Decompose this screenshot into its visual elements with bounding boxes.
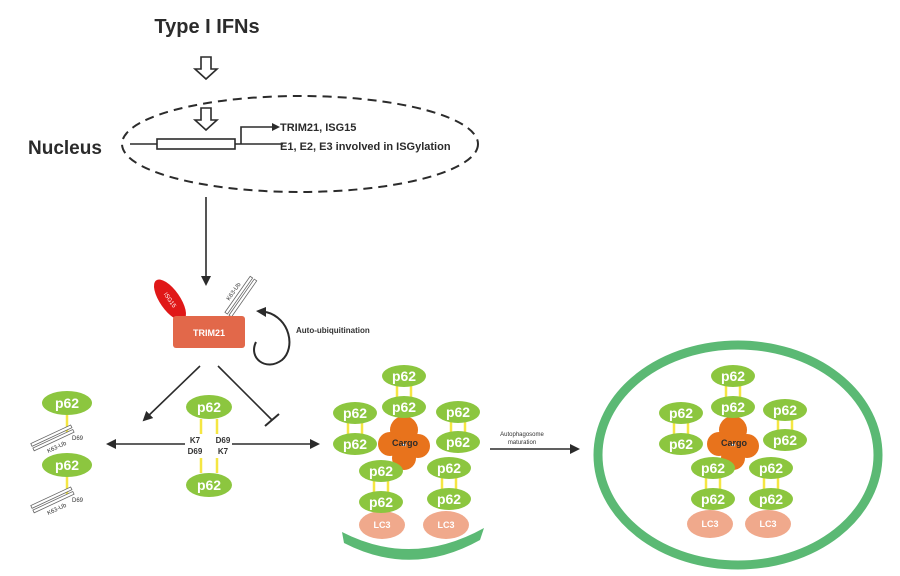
- p62-protein-label: p62: [343, 405, 367, 421]
- p62-center-top: [186, 395, 232, 419]
- p62-protein: [333, 402, 377, 424]
- p62-protein-label: p62: [759, 460, 783, 476]
- p62-protein-label: p62: [669, 405, 693, 421]
- p62-protein-label: p62: [392, 399, 416, 415]
- residue-d69: D69: [216, 436, 231, 445]
- inhibition-bar: [264, 413, 280, 427]
- p62-center-top-label: p62: [197, 399, 221, 415]
- p62-protein: [763, 399, 807, 421]
- diagram-title: Type I IFNs: [154, 16, 259, 38]
- cargo-open-label: Cargo: [392, 438, 419, 448]
- trim21-box: [173, 316, 245, 348]
- p62-protein-label: p62: [721, 399, 745, 415]
- lc3-left-closed-label: LC3: [701, 519, 718, 529]
- gene-list-line1: TRIM21, ISG15: [280, 122, 356, 134]
- lc3-right-closed-label: LC3: [759, 519, 776, 529]
- maturation-line1: Autophagosome: [500, 432, 544, 438]
- lc3-left-closed: [687, 510, 733, 538]
- auto-ubiquitination-loop: [253, 311, 291, 366]
- p62-ub-bottom: [42, 453, 92, 477]
- trim21-k63-chain: K63-Ub: [224, 275, 258, 318]
- p62-protein-label: p62: [369, 463, 393, 479]
- ub-chain-bottom: K63-Ub: [30, 486, 75, 517]
- nucleus-membrane: [121, 95, 479, 193]
- lc3-right-label: LC3: [437, 520, 454, 530]
- p62-protein: [436, 431, 480, 453]
- p62-protein: [382, 396, 426, 418]
- p62-aggregate-closed: p62 p62 p62 p62 p62 p62 p62 p62 p62 p62: [659, 365, 807, 510]
- p62-protein: [427, 488, 471, 510]
- p62-protein: [359, 460, 403, 482]
- p62-protein: [359, 491, 403, 513]
- transcription-arrow-icon: [240, 126, 272, 144]
- cargo-blob-open: Cargo: [378, 416, 430, 470]
- residue-k7: K7: [190, 436, 201, 445]
- p62-protein: [691, 488, 735, 510]
- p62-protein-label: p62: [759, 491, 783, 507]
- arrow-to-ubiquitinated-p62: [142, 365, 201, 422]
- hollow-arrow-icon: [192, 107, 220, 132]
- auto-ubiquitination-arrowhead-icon: [256, 307, 266, 317]
- phagophore-membrane: [342, 528, 484, 560]
- maturation-line2: maturation: [508, 440, 536, 446]
- residue-d69-left-top: D69: [72, 436, 84, 442]
- gene-list-line2: E1, E2, E3 involved in ISGylation: [280, 141, 451, 153]
- p62-protein-label: p62: [437, 460, 461, 476]
- p62-protein: [749, 457, 793, 479]
- p62-protein: [711, 365, 755, 387]
- nucleus-label: Nucleus: [28, 138, 102, 159]
- autophagosome-membrane: [593, 340, 883, 570]
- isg15-tag: ISG15: [153, 279, 187, 321]
- p62-protein: [333, 433, 377, 455]
- p62-protein: [749, 488, 793, 510]
- residue-d69b: D69: [188, 447, 203, 456]
- p62-protein-label: p62: [343, 436, 367, 452]
- p62-protein: [382, 365, 426, 387]
- p62-ub-top: [42, 391, 92, 415]
- cargo-closed-label: Cargo: [721, 438, 748, 448]
- p62-protein: [427, 457, 471, 479]
- lc3-left: [359, 511, 405, 539]
- p62-protein-label: p62: [669, 436, 693, 452]
- p62-center-bottom: [186, 473, 232, 497]
- p62-protein-label: p62: [773, 402, 797, 418]
- auto-ubiquitination-label: Auto-ubiquitination: [296, 326, 370, 335]
- residue-d69-left-bottom: D69: [72, 498, 84, 504]
- p62-protein: [436, 401, 480, 423]
- p62-protein-label: p62: [392, 368, 416, 384]
- residue-k7b: K7: [218, 447, 229, 456]
- cargo-blob-closed: Cargo: [707, 416, 759, 470]
- lc3-left-label: LC3: [373, 520, 390, 530]
- p62-protein: [763, 429, 807, 451]
- hollow-arrow-icon: [192, 56, 220, 81]
- p62-protein-label: p62: [701, 460, 725, 476]
- lc3-right: [423, 511, 469, 539]
- p62-center-bottom-label: p62: [197, 477, 221, 493]
- inhibition-to-aggregate: [217, 365, 273, 421]
- gene-promoter-box: [156, 138, 236, 150]
- p62-protein: [659, 402, 703, 424]
- p62-ub-bottom-label: p62: [55, 457, 79, 473]
- trim21-label: TRIM21: [193, 328, 225, 338]
- p62-protein: [659, 433, 703, 455]
- p62-protein: [711, 396, 755, 418]
- p62-protein-label: p62: [446, 434, 470, 450]
- p62-protein-label: p62: [701, 491, 725, 507]
- p62-protein-label: p62: [369, 494, 393, 510]
- p62-protein: [691, 457, 735, 479]
- p62-protein-label: p62: [446, 404, 470, 420]
- p62-protein-label: p62: [721, 368, 745, 384]
- p62-ub-top-label: p62: [55, 395, 79, 411]
- p62-protein-label: p62: [437, 491, 461, 507]
- lc3-right-closed: [745, 510, 791, 538]
- transcription-arrowhead-icon: [272, 123, 280, 131]
- p62-protein-label: p62: [773, 432, 797, 448]
